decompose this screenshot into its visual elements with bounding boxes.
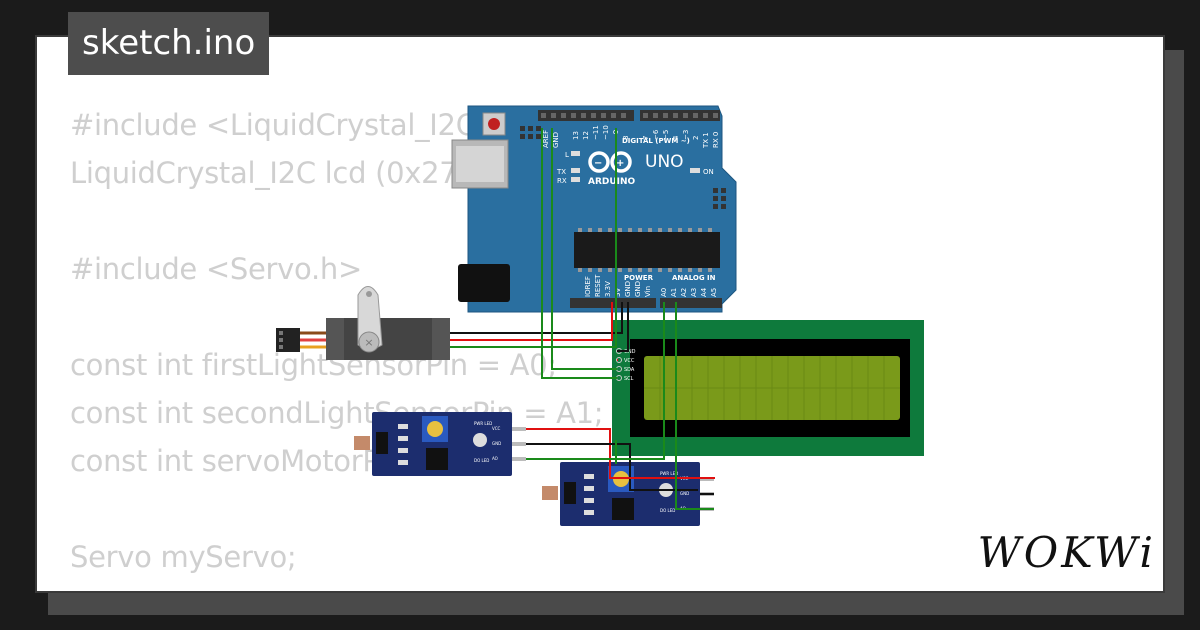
svg-text:−: −	[594, 158, 602, 169]
svg-text:IOREF: IOREF	[584, 276, 592, 297]
wokwi-logo: WOKWi	[977, 528, 1156, 577]
svg-text:2: 2	[692, 136, 700, 140]
arduino-infinity-logo	[588, 151, 632, 173]
svg-text:ON: ON	[703, 168, 714, 176]
svg-text:A4: A4	[700, 287, 708, 297]
svg-text:Vin: Vin	[644, 286, 652, 297]
svg-text:ANALOG IN: ANALOG IN	[672, 274, 716, 282]
svg-text:TX 1: TX 1	[702, 132, 710, 149]
atmega-chip	[574, 232, 720, 268]
svg-text:13: 13	[572, 131, 580, 140]
led-l	[571, 151, 580, 156]
digital-label: DIGITAL (PWM ~)	[622, 137, 690, 145]
power-jack	[458, 264, 510, 302]
svg-text:~5: ~5	[662, 130, 670, 140]
svg-text:~10: ~10	[602, 125, 610, 140]
svg-text:AREF: AREF	[542, 130, 550, 148]
ldr-module-1[interactable]: PWR LED DO LED VCC GND AO	[354, 412, 526, 476]
svg-text:POWER: POWER	[624, 274, 654, 282]
svg-text:~6: ~6	[652, 129, 660, 140]
svg-text:DO LED: DO LED	[474, 458, 489, 463]
digital-header-right	[640, 110, 720, 121]
svg-text:GND: GND	[634, 281, 642, 297]
svg-text:5V: 5V	[614, 288, 622, 297]
svg-text:SDA: SDA	[624, 367, 635, 373]
svg-text:DO LED: DO LED	[660, 508, 675, 513]
arduino-brand: ARDUINO	[588, 177, 636, 187]
ldr-module-2[interactable]: PWR LED DO LED VCC GND AO	[542, 462, 714, 526]
svg-text:12: 12	[582, 131, 590, 140]
svg-text:8: 8	[622, 136, 630, 140]
svg-text:PWR LED: PWR LED	[660, 471, 678, 476]
comparator-chip	[426, 448, 448, 470]
svg-text:L: L	[565, 151, 569, 159]
svg-text:AO: AO	[492, 456, 498, 461]
svg-text:+: +	[616, 158, 624, 169]
ldr-sensor	[354, 436, 370, 450]
svg-text:RESET: RESET	[594, 274, 602, 297]
arduino-uno-board[interactable]: AREF GND 13 12 ~11 ~10 ~9 8 7 ~6 ~5 4 ~3…	[451, 105, 737, 313]
svg-text:A1: A1	[670, 288, 678, 297]
svg-text:GND: GND	[680, 491, 689, 496]
svg-text:A5: A5	[710, 288, 718, 297]
svg-text:7: 7	[642, 136, 650, 140]
svg-text:GND: GND	[624, 281, 632, 297]
svg-text:VCC: VCC	[492, 426, 501, 431]
svg-text:PWR LED: PWR LED	[474, 421, 492, 426]
svg-text:GND: GND	[624, 349, 636, 355]
lcd-1602-i2c[interactable]: GND VCC SDA SCL	[612, 320, 924, 456]
svg-text:GND: GND	[552, 132, 560, 148]
svg-text:VCC: VCC	[624, 358, 635, 364]
svg-text:4: 4	[672, 135, 680, 140]
svg-text:A0: A0	[660, 288, 668, 297]
wires	[450, 128, 715, 510]
svg-text:RX 0: RX 0	[712, 132, 720, 148]
svg-text:3.3V: 3.3V	[604, 281, 612, 297]
uno-label: UNO	[645, 152, 684, 172]
svg-text:RX: RX	[557, 177, 567, 185]
file-tab-label: sketch.ino	[82, 23, 256, 63]
svg-text:~11: ~11	[592, 125, 600, 140]
file-tab[interactable]: sketch.ino	[68, 12, 270, 75]
svg-text:TX: TX	[556, 168, 566, 176]
svg-text:A2: A2	[680, 288, 688, 297]
svg-text:GND: GND	[492, 441, 501, 446]
analog-header	[660, 298, 722, 308]
svg-text:~3: ~3	[682, 130, 690, 140]
svg-text:A3: A3	[690, 288, 698, 297]
servo-motor[interactable]: ×	[276, 286, 450, 361]
led-on	[690, 168, 700, 173]
svg-text:×: ×	[364, 336, 373, 349]
svg-text:SCL: SCL	[624, 376, 634, 382]
